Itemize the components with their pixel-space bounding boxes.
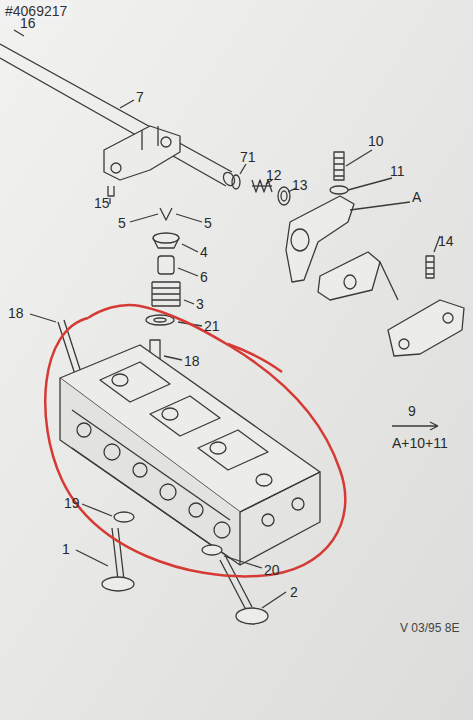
callout-number: 16 xyxy=(20,16,36,30)
callout-number: 7 xyxy=(136,90,144,104)
callout-number: 4 xyxy=(200,245,208,259)
callout-number: 5 xyxy=(204,216,212,230)
callout-number: 1 xyxy=(62,542,70,556)
callout-number: 15 xyxy=(94,196,110,210)
callout-number: 71 xyxy=(240,150,256,164)
callout-number: 19 xyxy=(64,496,80,510)
callout-number: 18 xyxy=(8,306,24,320)
callout-number: 2 xyxy=(290,585,298,599)
callout-letter: A xyxy=(412,190,421,204)
group-note: A+10+11 xyxy=(392,436,448,450)
item-number: #4069217 xyxy=(2,2,70,20)
callout-number: 20 xyxy=(264,563,280,577)
callout-number: 10 xyxy=(368,134,384,148)
callout-number: 5 xyxy=(118,216,126,230)
callout-number: 14 xyxy=(438,234,454,248)
drawing-reference: V 03/95 8E xyxy=(400,622,459,634)
callout-number: 12 xyxy=(266,168,282,182)
callout-number: 21 xyxy=(204,319,220,333)
callout-number: 11 xyxy=(390,164,405,178)
callout-number: 13 xyxy=(292,178,308,192)
callout-number: 6 xyxy=(200,270,208,284)
callout-number: 3 xyxy=(196,297,204,311)
callout-number: 18 xyxy=(184,354,200,368)
callout-number: 9 xyxy=(408,404,416,418)
